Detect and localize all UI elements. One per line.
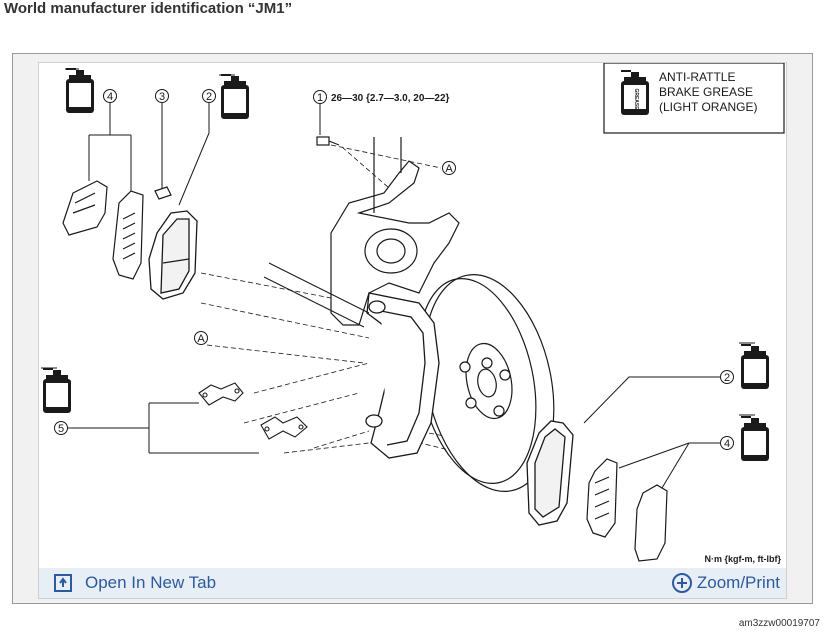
svg-text:5: 5 bbox=[58, 423, 64, 435]
plus-circle-icon bbox=[671, 573, 692, 593]
shim-right-inner bbox=[586, 458, 618, 538]
open-in-new-tab-label: Open In New Tab bbox=[85, 573, 217, 592]
pad-clip-3 bbox=[154, 186, 172, 200]
pad-spring-upper bbox=[198, 382, 244, 406]
legend-line-3: (LIGHT ORANGE) bbox=[659, 100, 757, 114]
callout-4-top: 4 bbox=[103, 89, 117, 103]
open-in-new-tab-link[interactable]: Open In New Tab bbox=[53, 572, 216, 594]
callout-2-top: 2 bbox=[202, 89, 216, 103]
svg-text:2: 2 bbox=[724, 372, 730, 384]
brake-pad-left bbox=[148, 210, 198, 300]
svg-text:2: 2 bbox=[206, 91, 212, 103]
grease-tube-icon-top-mid bbox=[219, 74, 249, 119]
legend-box: GREASE ANTI-RATTLE BRAKE GREASE (LIGHT O… bbox=[603, 63, 785, 134]
brake-pad-right bbox=[526, 420, 574, 526]
callout-4-right: 4 bbox=[720, 436, 734, 450]
legend-grease-icon: GREASE bbox=[621, 70, 649, 115]
svg-text:A: A bbox=[445, 163, 453, 175]
shim-right-outer bbox=[634, 484, 668, 562]
callout-5: 5 bbox=[54, 421, 68, 435]
pad-spring-lower bbox=[260, 416, 308, 440]
torque-spec: 26—30 {2.7—3.0, 20—22} bbox=[331, 93, 450, 104]
grease-tube-icon-right-top bbox=[739, 342, 769, 389]
open-new-tab-icon bbox=[54, 574, 72, 592]
zoom-print-link[interactable]: Zoom/Print bbox=[671, 572, 780, 594]
figure-toolbar: Open In New Tab Zoom/Print bbox=[39, 568, 786, 598]
svg-text:4: 4 bbox=[107, 91, 113, 103]
callout-2-right: 2 bbox=[720, 370, 734, 384]
zoom-print-label: Zoom/Print bbox=[696, 573, 780, 592]
svg-text:A: A bbox=[197, 333, 205, 345]
grease-tube-icon-top-left bbox=[65, 68, 94, 113]
legend-line-1: ANTI-RATTLE bbox=[659, 70, 735, 84]
figure-frame: GREASE ANTI-RATTLE BRAKE GREASE (LIGHT O… bbox=[12, 53, 813, 604]
svg-text:3: 3 bbox=[159, 91, 165, 103]
steering-knuckle bbox=[330, 137, 460, 326]
figure-panel: GREASE ANTI-RATTLE BRAKE GREASE (LIGHT O… bbox=[38, 62, 787, 599]
svg-text:4: 4 bbox=[724, 438, 730, 450]
callout-1: 1 bbox=[313, 90, 327, 104]
callout-a-top: A bbox=[442, 161, 456, 175]
image-code: am3zzw00019707 bbox=[738, 618, 820, 629]
units-note: N·m {kgf-m, ft-lbf} bbox=[705, 554, 782, 564]
drive-shaft bbox=[263, 262, 370, 328]
shim-left-inner bbox=[112, 190, 144, 280]
legend-grease-word: GREASE bbox=[633, 88, 639, 110]
caliper-bracket bbox=[365, 292, 440, 459]
shim-left-outer bbox=[62, 180, 108, 236]
brake-rotor bbox=[417, 274, 555, 492]
grease-tube-icon-left bbox=[41, 367, 71, 413]
legend-line-2: BRAKE GREASE bbox=[659, 85, 753, 99]
leader-lines bbox=[68, 103, 720, 494]
callout-a-left: A bbox=[194, 331, 208, 345]
grease-tube-icon-right-bottom bbox=[739, 414, 769, 461]
callout-3: 3 bbox=[155, 89, 169, 103]
brake-assembly-diagram[interactable]: GREASE ANTI-RATTLE BRAKE GREASE (LIGHT O… bbox=[39, 63, 786, 598]
page-heading: World manufacturer identification “JM1” bbox=[4, 0, 293, 17]
caliper-bolt bbox=[316, 136, 340, 146]
svg-text:1: 1 bbox=[317, 92, 323, 104]
